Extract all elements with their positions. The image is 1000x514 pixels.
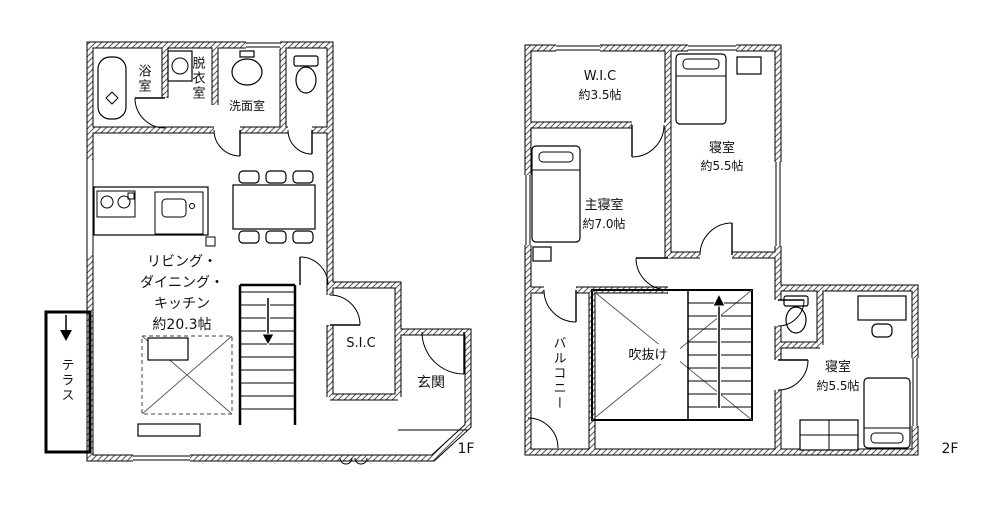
washroom-door bbox=[213, 129, 241, 157]
stairs-1f bbox=[238, 283, 297, 425]
window bbox=[911, 358, 919, 426]
tv-board bbox=[137, 423, 201, 437]
dining-table bbox=[232, 170, 316, 244]
label-bedroom-a: 寝室 約5.5帖 bbox=[700, 140, 743, 173]
kitchen-counter bbox=[93, 186, 216, 247]
label-balcony: バルコニー bbox=[551, 336, 567, 411]
svg-text:W.I.C: W.I.C bbox=[584, 69, 617, 84]
window bbox=[133, 454, 190, 462]
svg-text:約7.0帖: 約7.0帖 bbox=[582, 216, 625, 231]
svg-text:主寝室: 主寝室 bbox=[584, 197, 623, 213]
label-dressing: 脱衣室 bbox=[190, 56, 206, 101]
side-table-bedroom-a bbox=[736, 56, 762, 75]
svg-text:ダイニング・: ダイニング・ bbox=[140, 275, 224, 291]
bed-bedroom-b bbox=[863, 377, 911, 449]
closet-bedroom-b bbox=[799, 419, 859, 451]
washing-machine bbox=[167, 50, 193, 82]
label-entrance: 玄関 bbox=[417, 374, 445, 391]
window bbox=[556, 44, 600, 52]
stairs-2f bbox=[687, 290, 752, 420]
bed-bedroom-a bbox=[675, 53, 727, 125]
master-door bbox=[635, 257, 669, 291]
label-bedroom-b: 寝室 約5.5帖 bbox=[816, 359, 859, 393]
svg-text:寝室: 寝室 bbox=[709, 140, 735, 156]
svg-text:キッチン: キッチン bbox=[154, 296, 210, 312]
label-terrace: テラス bbox=[59, 358, 74, 403]
window bbox=[524, 175, 532, 245]
svg-text:約5.5帖: 約5.5帖 bbox=[700, 158, 743, 173]
nightstand-master bbox=[532, 246, 552, 262]
label-sic: S.I.C bbox=[346, 336, 375, 351]
bedroom-b-door bbox=[777, 359, 809, 391]
vent-marks bbox=[339, 457, 368, 465]
entry-door bbox=[421, 331, 465, 375]
doors-1f bbox=[134, 97, 465, 375]
svg-text:リビング・: リビング・ bbox=[147, 254, 217, 270]
stairs-down-arrow bbox=[261, 298, 275, 347]
floor-1: 浴室 脱衣室 洗面室 リビング・ ダイニング・ キッチン 約20.3帖 テラス … bbox=[44, 50, 475, 465]
label-void: 吹抜け bbox=[628, 347, 667, 363]
window bbox=[688, 44, 736, 52]
walls bbox=[86, 41, 919, 462]
doors-2f bbox=[527, 124, 809, 449]
svg-text:約3.5帖: 約3.5帖 bbox=[578, 87, 621, 102]
toilet-2f-door bbox=[777, 299, 805, 327]
terrace-outline bbox=[44, 310, 92, 454]
wic-door bbox=[631, 124, 665, 158]
label-floor-2f: 2F bbox=[942, 441, 959, 457]
sic-door bbox=[329, 294, 361, 326]
bed-master bbox=[531, 145, 581, 243]
svg-text:約20.3帖: 約20.3帖 bbox=[152, 317, 211, 333]
vanity-sink bbox=[231, 50, 263, 86]
window bbox=[85, 160, 95, 255]
stairs-up-arrow bbox=[712, 292, 726, 408]
window bbox=[246, 41, 280, 49]
wall-outline-black bbox=[86, 41, 919, 462]
bathtub bbox=[97, 56, 127, 120]
balcony-door bbox=[543, 289, 577, 323]
label-washroom: 洗面室 bbox=[229, 98, 265, 113]
ldk-hall-door bbox=[299, 256, 329, 286]
floor-2: W.I.C 約3.5帖 寝室 約5.5帖 主寝室 約7.0帖 バルコニー 吹抜け… bbox=[527, 53, 959, 457]
living-table bbox=[147, 337, 189, 361]
bedroom-a-door bbox=[699, 222, 733, 256]
window bbox=[774, 162, 782, 246]
label-wic: W.I.C 約3.5帖 bbox=[578, 69, 621, 102]
windows bbox=[85, 41, 919, 462]
bath-door bbox=[134, 97, 166, 129]
living-void-above-marker bbox=[137, 335, 233, 437]
label-floor-1f: 1F bbox=[458, 441, 475, 457]
label-ldk: リビング・ ダイニング・ キッチン 約20.3帖 bbox=[140, 254, 224, 333]
svg-text:寝室: 寝室 bbox=[825, 359, 851, 375]
label-bath: 浴室 bbox=[136, 64, 152, 94]
wall-core-hatch bbox=[87, 42, 918, 461]
balcony-window-swing bbox=[527, 417, 559, 449]
toilet-2f bbox=[783, 295, 809, 334]
desk-bedroom-b bbox=[857, 295, 907, 338]
label-master: 主寝室 約7.0帖 bbox=[582, 197, 625, 231]
toilet-door bbox=[287, 129, 313, 155]
toilet bbox=[293, 55, 319, 94]
terrace-entry-arrow bbox=[60, 315, 72, 341]
svg-text:約5.5帖: 約5.5帖 bbox=[816, 378, 859, 393]
void-label-bg bbox=[616, 344, 680, 364]
